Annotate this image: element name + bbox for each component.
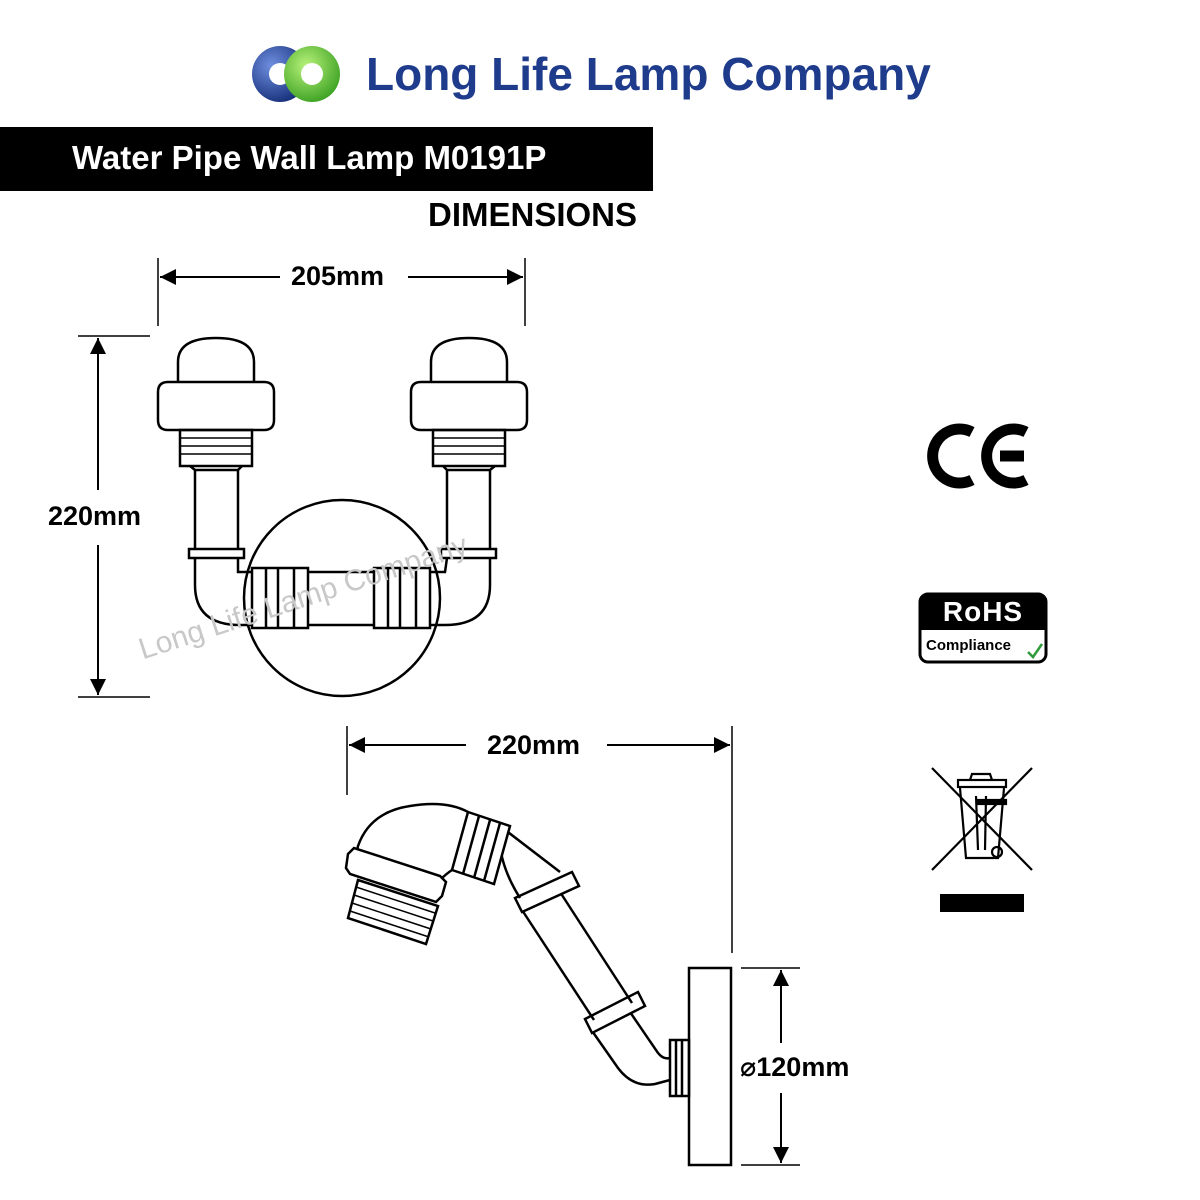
company-logo-icon [252, 46, 340, 102]
side-wall-plate [687, 966, 733, 1167]
dimensions-heading: DIMENSIONS [428, 196, 638, 233]
left-collar [187, 547, 246, 560]
u-pipe-outer [193, 558, 492, 627]
product-title: Water Pipe Wall Lamp M0191P [72, 139, 547, 176]
company-name: Long Life Lamp Company [366, 48, 931, 100]
side-view [344, 726, 800, 1167]
rohs-subtitle: Compliance [926, 637, 1012, 654]
rohs-title: RoHS [942, 596, 1024, 627]
right-coupling [372, 566, 432, 630]
ce-mark-icon [927, 423, 1029, 489]
left-coupling [250, 566, 310, 630]
check-icon [1027, 643, 1044, 659]
front-view [78, 258, 529, 698]
u-pipe-inner [236, 557, 449, 574]
front-width-label: 205mm [291, 261, 385, 292]
side-diameter-label: ⌀120mm [740, 1052, 850, 1083]
title-bar: Water Pipe Wall Lamp M0191P [0, 127, 653, 191]
right-lamp-socket [409, 336, 529, 472]
side-depth-label: 220mm [487, 730, 581, 761]
right-collar [439, 547, 498, 560]
diameter-value: 120mm [756, 1052, 850, 1082]
rohs-badge [918, 592, 1048, 664]
front-wall-plate [242, 498, 442, 698]
diameter-symbol: ⌀ [740, 1052, 757, 1082]
front-height-label: 220mm [48, 501, 142, 532]
side-socket-thread [346, 878, 440, 946]
left-lamp-socket [156, 336, 276, 472]
brand-header: Long Life Lamp Company [250, 42, 931, 106]
head-outer [352, 802, 469, 865]
lower-arm-outer [588, 1027, 671, 1086]
crossed-out-wheelie-bin-icon [931, 767, 1033, 912]
